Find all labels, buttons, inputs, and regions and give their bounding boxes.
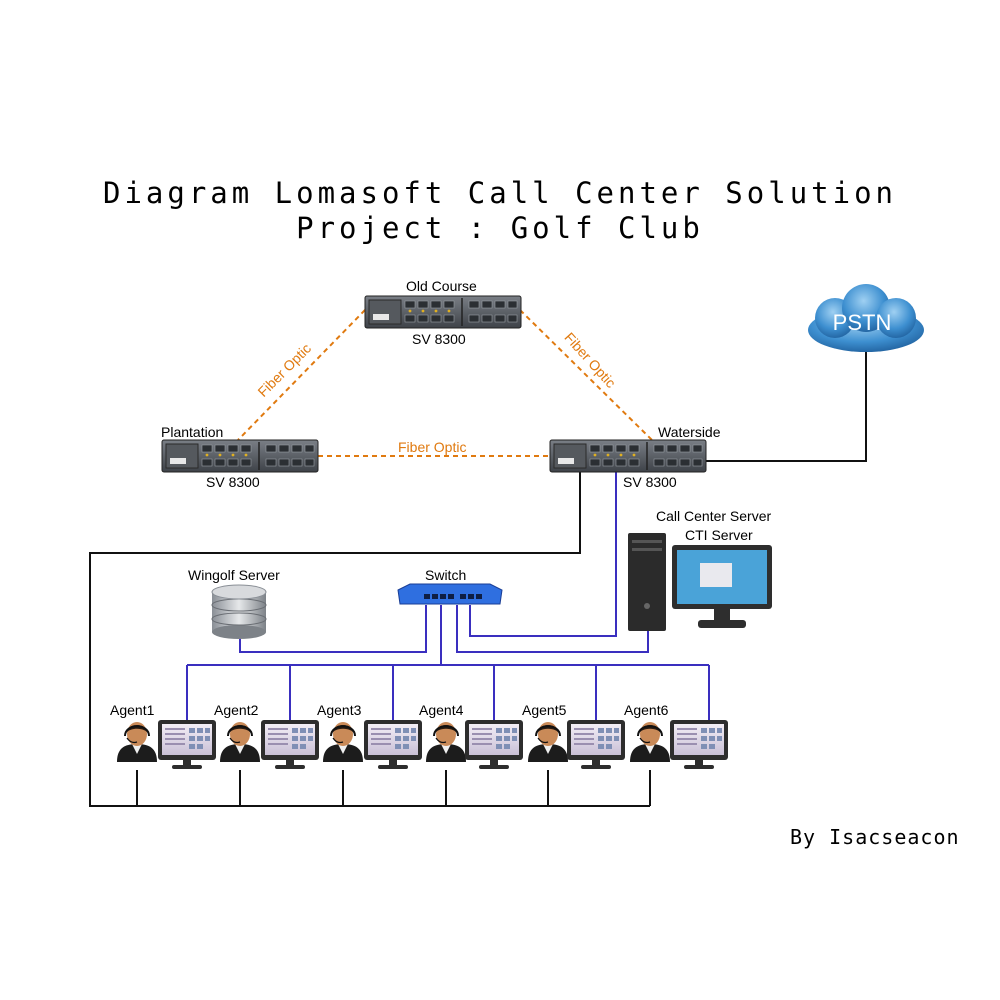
agent-label: Agent4	[419, 702, 464, 718]
pstn-label: PSTN	[832, 310, 892, 335]
agent-monitor-icon	[158, 720, 216, 769]
pstn-line	[706, 352, 867, 462]
agent-label: Agent5	[522, 702, 567, 718]
server-monitor-icon	[672, 545, 772, 628]
agent-label: Agent6	[624, 702, 669, 718]
pbx-old-course	[364, 295, 522, 329]
agent-monitor-icon	[567, 720, 625, 769]
agent-label: Agent2	[214, 702, 259, 718]
phone-bus	[89, 468, 650, 807]
database-icon	[211, 584, 267, 639]
site-label-old-course: Old Course	[406, 278, 477, 294]
agent-icon	[219, 721, 261, 763]
agent-label: Agent1	[110, 702, 155, 718]
wingolf-server-label: Wingolf Server	[188, 567, 280, 583]
project-title: Project : Golf Club	[296, 211, 704, 245]
pbx-waterside	[549, 439, 707, 473]
cti-server-label: CTI Server	[685, 527, 753, 543]
agent-monitor-icon	[364, 720, 422, 769]
model-label-old-course: SV 8300	[412, 331, 466, 347]
agent-icon	[116, 721, 158, 763]
agent-icon	[322, 721, 364, 763]
fiber-link-left	[237, 309, 366, 441]
credit-text: By Isacseacon	[790, 825, 960, 849]
model-label-plantation: SV 8300	[206, 474, 260, 490]
agent-monitor-icon	[670, 720, 728, 769]
fiber-link-right	[519, 309, 653, 441]
call-center-server-label: Call Center Server	[656, 508, 772, 524]
fiber-label-bottom: Fiber Optic	[398, 439, 467, 455]
site-label-waterside: Waterside	[658, 424, 721, 440]
model-label-waterside: SV 8300	[623, 474, 677, 490]
switch-label: Switch	[425, 567, 467, 583]
agent-monitor-icon	[465, 720, 523, 769]
lan-server	[456, 605, 649, 653]
agent-icon	[629, 721, 671, 763]
agent-label: Agent3	[317, 702, 362, 718]
agent-icon	[527, 721, 569, 763]
agent-icon	[425, 721, 467, 763]
diagram-title: Diagram Lomasoft Call Center Solution	[102, 176, 897, 210]
switch-icon	[397, 583, 503, 605]
pbx-plantation	[161, 439, 319, 473]
lan-wingolf	[239, 605, 427, 653]
agent-monitor-icon	[261, 720, 319, 769]
lan-waterside	[469, 471, 617, 637]
server-tower-icon	[628, 533, 666, 631]
pstn-cloud	[808, 284, 924, 352]
site-label-plantation: Plantation	[161, 424, 224, 440]
